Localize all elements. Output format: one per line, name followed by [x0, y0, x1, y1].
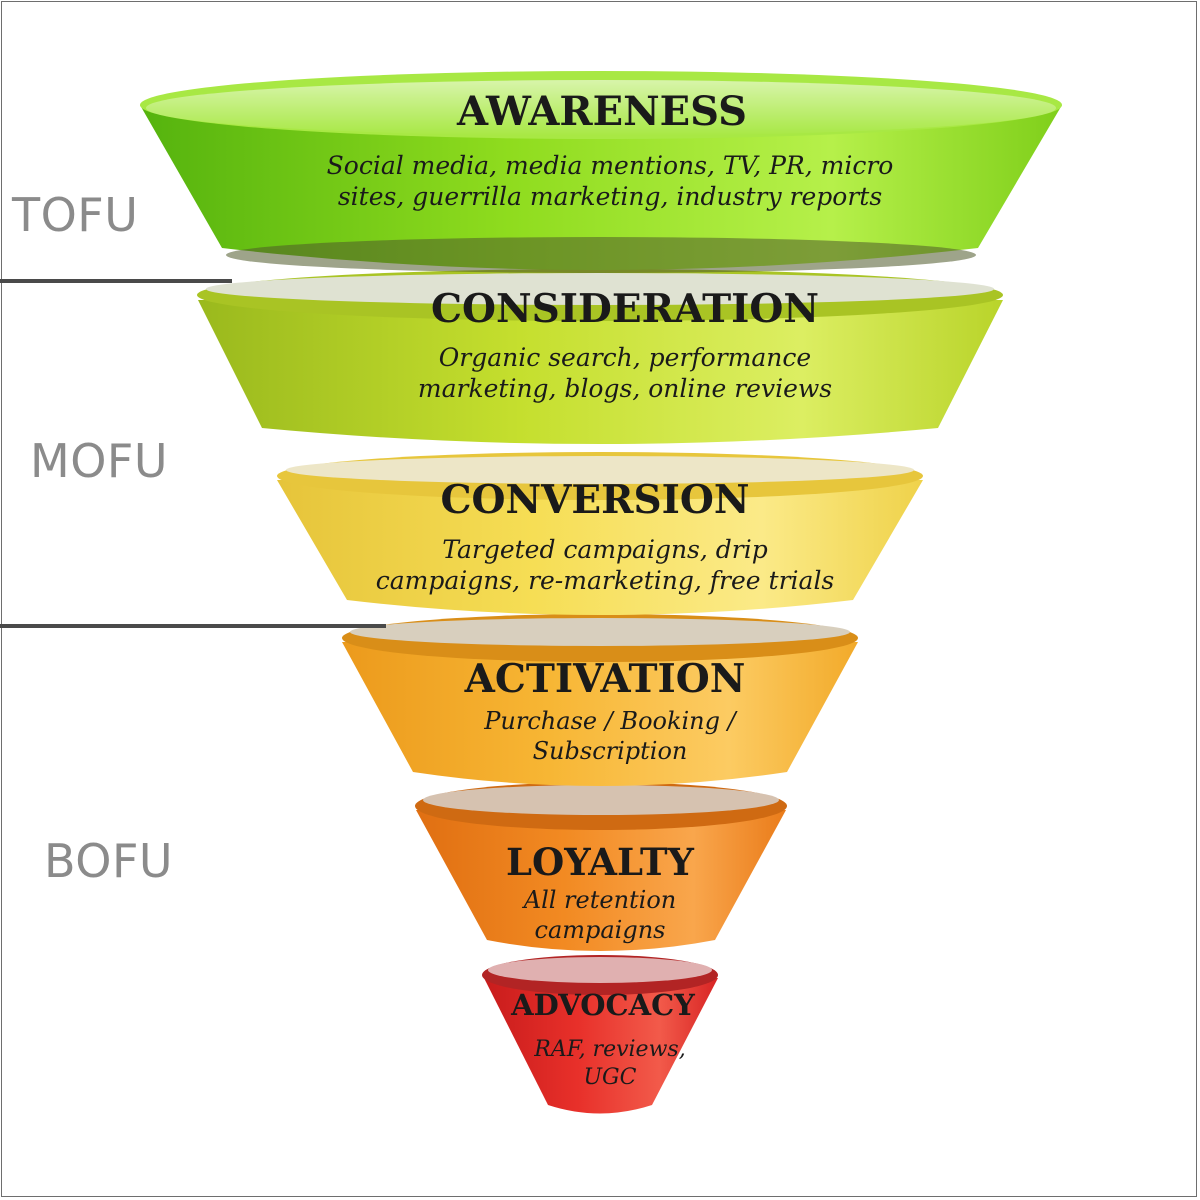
consideration-description: Organic search, performance marketing, b…: [417, 343, 833, 404]
activation-segment: [342, 614, 858, 786]
stage-label-mofu: MOFU: [30, 434, 169, 488]
awareness-title: AWARENESS: [456, 88, 748, 135]
loyalty-description: All retention campaigns: [523, 886, 677, 944]
conversion-title: CONVERSION: [440, 477, 750, 523]
advocacy-title: ADVOCACY: [511, 988, 695, 1022]
stage-label-bofu: BOFU: [44, 834, 174, 888]
advocacy-description: RAF, reviews, UGC: [534, 1037, 686, 1090]
activation-description: Purchase / Booking / Subscription: [484, 707, 736, 765]
consideration-title: CONSIDERATION: [430, 286, 820, 332]
conversion-description: Targeted campaigns, drip campaigns, re-m…: [375, 535, 835, 596]
consideration-segment: [197, 269, 1003, 444]
mofu-divider: [0, 624, 386, 628]
stage-label-tofu: TOFU: [12, 188, 139, 242]
awareness-segment: [140, 71, 1062, 273]
conversion-segment: [277, 452, 923, 615]
awareness-description: Social media, media mentions, TV, PR, mi…: [326, 151, 894, 212]
activation-title: ACTIVATION: [464, 656, 746, 702]
advocacy-segment: [482, 955, 718, 1114]
tofu-divider: [0, 279, 232, 283]
loyalty-segment: [415, 782, 787, 951]
loyalty-title: LOYALTY: [506, 840, 694, 884]
